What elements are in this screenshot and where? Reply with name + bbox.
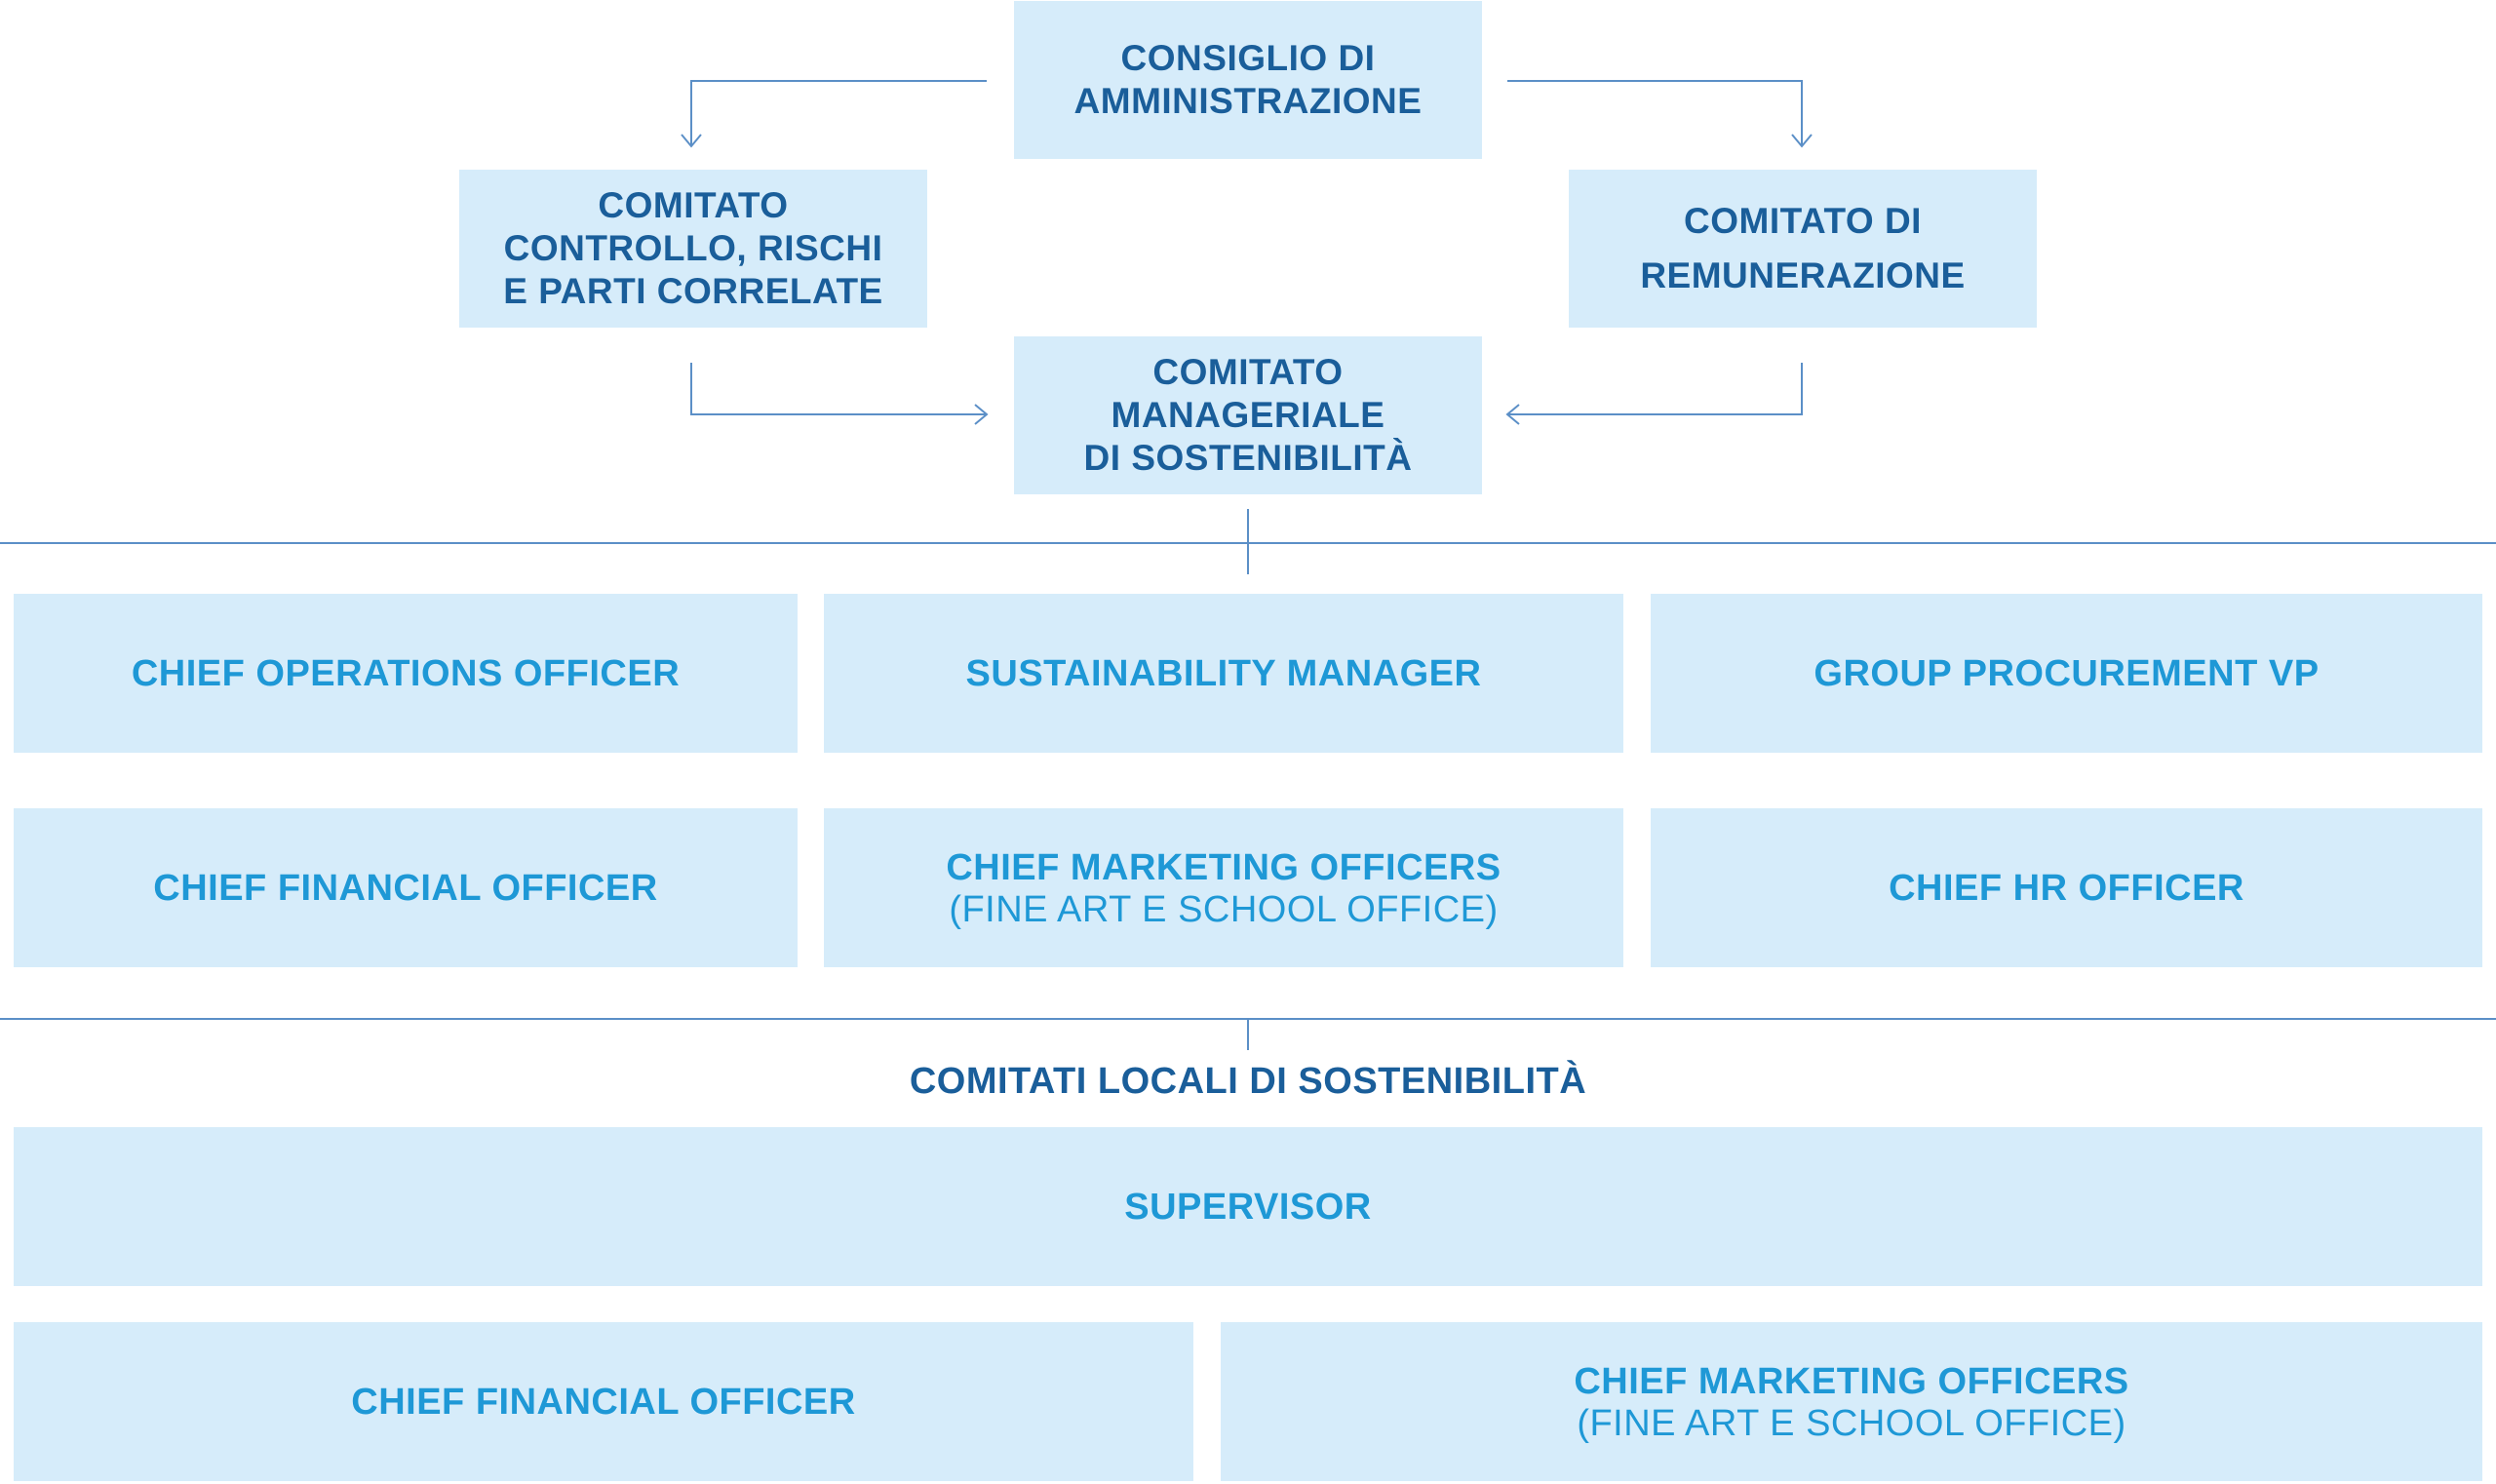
coo-box: CHIEF OPERATIONS OFFICER <box>14 594 798 753</box>
control-committee-line-3: E PARTI CORRELATE <box>503 271 883 311</box>
sustainability-committee-line-2: MANAGERIALE <box>1111 395 1385 435</box>
control-committee-box: COMITATO CONTROLLO, RISCHI E PARTI CORRE… <box>459 170 927 328</box>
supervisor-box: SUPERVISOR <box>14 1127 2482 1286</box>
supervisor-label: SUPERVISOR <box>1124 1186 1372 1228</box>
local-committees-title: COMITATI LOCALI DI SOSTENIBILITÀ <box>909 1061 1587 1102</box>
arrowhead-board-to-control <box>681 134 702 148</box>
remuneration-committee-line-1: COMITATO DI <box>1684 201 1922 241</box>
procurement-vp-box: GROUP PROCUREMENT VP <box>1651 594 2482 753</box>
sustainability-committee-line-1: COMITATO <box>1152 352 1344 392</box>
arrow-board-to-control <box>690 80 987 146</box>
arrowhead-board-to-remuneration <box>1791 134 1813 148</box>
arrowhead-control-to-sustainability <box>974 404 989 425</box>
hr-officer-box: CHIEF HR OFFICER <box>1651 808 2482 967</box>
procurement-vp-label: GROUP PROCUREMENT VP <box>1814 652 2320 694</box>
board-label-line-2: AMMINISTRAZIONE <box>1073 81 1423 121</box>
arrow-board-to-remuneration <box>1507 80 1803 146</box>
cfo-box: CHIEF FINANCIAL OFFICER <box>14 808 798 967</box>
board-label-line-1: CONSIGLIO DI <box>1120 38 1376 78</box>
sustainability-manager-label: SUSTAINABILITY MANAGER <box>965 652 1482 694</box>
arrowhead-remuneration-to-sustainability <box>1505 404 1520 425</box>
cmo-label: CHIEF MARKETING OFFICERS <box>946 846 1502 888</box>
control-committee-line-2: CONTROLLO, RISCHI <box>503 228 883 268</box>
cmo-sublabel: (FINE ART E SCHOOL OFFICE) <box>949 888 1499 930</box>
local-cmo-box: CHIEF MARKETING OFFICERS (FINE ART E SCH… <box>1221 1322 2482 1481</box>
remuneration-committee-line-2: REMUNERAZIONE <box>1640 255 1966 295</box>
local-cmo-sublabel: (FINE ART E SCHOOL OFFICE) <box>1577 1402 2126 1444</box>
sustainability-manager-box: SUSTAINABILITY MANAGER <box>824 594 1623 753</box>
arrow-control-to-sustainability <box>690 363 987 415</box>
local-cmo-label: CHIEF MARKETING OFFICERS <box>1574 1360 2129 1402</box>
remuneration-committee-box: COMITATO DI REMUNERAZIONE <box>1569 170 2037 328</box>
sustainability-committee-box: COMITATO MANAGERIALE DI SOSTENIBILITÀ <box>1014 336 1482 494</box>
coo-label: CHIEF OPERATIONS OFFICER <box>131 652 681 694</box>
cmo-box: CHIEF MARKETING OFFICERS (FINE ART E SCH… <box>824 808 1623 967</box>
control-committee-line-1: COMITATO <box>598 185 789 225</box>
hr-officer-label: CHIEF HR OFFICER <box>1889 867 2244 909</box>
local-cfo-box: CHIEF FINANCIAL OFFICER <box>14 1322 1193 1481</box>
local-cfo-label: CHIEF FINANCIAL OFFICER <box>351 1381 856 1423</box>
cfo-label: CHIEF FINANCIAL OFFICER <box>153 867 658 909</box>
board-box: CONSIGLIO DI AMMINISTRAZIONE <box>1014 1 1482 159</box>
arrow-remuneration-to-sustainability <box>1507 363 1803 415</box>
sustainability-committee-line-3: DI SOSTENIBILITÀ <box>1083 438 1413 478</box>
